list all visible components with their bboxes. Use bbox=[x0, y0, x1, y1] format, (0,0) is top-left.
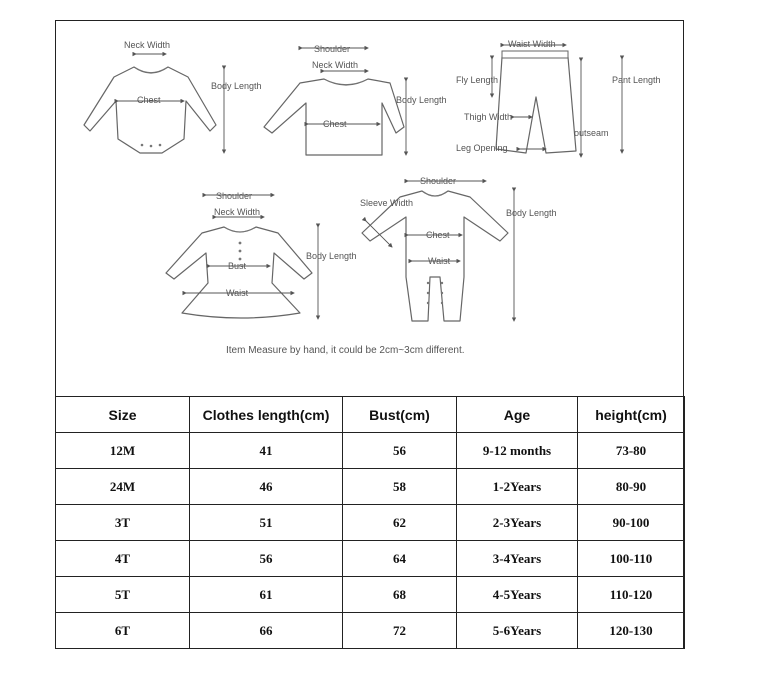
cell-clothes-length: 61 bbox=[189, 576, 343, 613]
dress-body-length-label: Body Length bbox=[306, 251, 357, 261]
bodysuit-body-length-label: Body Length bbox=[211, 81, 262, 91]
bodysuit-chest-label: Chest bbox=[137, 95, 161, 105]
pants-leg-opening-label: Leg Opening bbox=[456, 143, 508, 153]
cell-bust: 56 bbox=[342, 432, 457, 469]
cell-age: 1-2Years bbox=[456, 468, 578, 505]
header-height: height(cm) bbox=[577, 396, 685, 433]
top-chest-label: Chest bbox=[323, 119, 347, 129]
top-body-length-label: Body Length bbox=[396, 95, 447, 105]
dress-illustration bbox=[165, 192, 321, 320]
cell-size: 5T bbox=[55, 576, 190, 613]
dress-bust-label: Bust bbox=[228, 261, 247, 271]
cell-age: 2-3Years bbox=[456, 504, 578, 541]
romper-waist-label: Waist bbox=[428, 256, 451, 266]
cell-bust: 58 bbox=[342, 468, 457, 505]
cell-age: 4-5Years bbox=[456, 576, 578, 613]
cell-bust: 72 bbox=[342, 612, 457, 649]
dress-waist-label: Waist bbox=[226, 288, 249, 298]
header-clothes-length: Clothes length(cm) bbox=[189, 396, 343, 433]
table-row: 5T 61 68 4-5Years 110-120 bbox=[55, 576, 685, 613]
table-row: 24M 46 58 1-2Years 80-90 bbox=[55, 468, 685, 505]
top-neck-width-label: Neck Width bbox=[312, 60, 358, 70]
romper-body-length-label: Body Length bbox=[506, 208, 557, 218]
cell-size: 24M bbox=[55, 468, 190, 505]
cell-bust: 64 bbox=[342, 540, 457, 577]
romper-illustration bbox=[361, 178, 517, 322]
header-age: Age bbox=[456, 396, 578, 433]
size-table: Size Clothes length(cm) Bust(cm) Age hei… bbox=[55, 396, 685, 649]
cell-height: 73-80 bbox=[577, 432, 685, 469]
cell-size: 6T bbox=[55, 612, 190, 649]
pants-waist-width-label: Waist Width bbox=[508, 39, 556, 49]
pants-pant-length-label: Pant Length bbox=[612, 75, 661, 85]
table-row: 3T 51 62 2-3Years 90-100 bbox=[55, 504, 685, 541]
pants-illustration bbox=[489, 42, 625, 158]
romper-shoulder-label: Shoulder bbox=[420, 176, 456, 186]
measurement-diagram: Neck Width Chest Body Length Shoulder Ne… bbox=[56, 21, 683, 397]
romper-chest-label: Chest bbox=[426, 230, 450, 240]
cell-bust: 68 bbox=[342, 576, 457, 613]
cell-bust: 62 bbox=[342, 504, 457, 541]
cell-height: 100-110 bbox=[577, 540, 685, 577]
cell-clothes-length: 56 bbox=[189, 540, 343, 577]
pants-fly-length-label: Fly Length bbox=[456, 75, 498, 85]
romper-sleeve-width-label: Sleeve Width bbox=[360, 198, 413, 208]
bodysuit-illustration bbox=[83, 51, 227, 154]
top-illustration bbox=[263, 45, 409, 156]
cell-age: 3-4Years bbox=[456, 540, 578, 577]
cell-clothes-length: 41 bbox=[189, 432, 343, 469]
cell-height: 90-100 bbox=[577, 504, 685, 541]
header-bust: Bust(cm) bbox=[342, 396, 457, 433]
measurement-note: Item Measure by hand, it could be 2cm~3c… bbox=[226, 345, 465, 356]
cell-clothes-length: 66 bbox=[189, 612, 343, 649]
cell-height: 110-120 bbox=[577, 576, 685, 613]
cell-clothes-length: 46 bbox=[189, 468, 343, 505]
pants-thigh-width-label: Thigh Width bbox=[464, 112, 512, 122]
cell-size: 3T bbox=[55, 504, 190, 541]
cell-age: 5-6Years bbox=[456, 612, 578, 649]
cell-height: 80-90 bbox=[577, 468, 685, 505]
pants-outseam-label: outseam bbox=[574, 128, 609, 138]
dress-neck-width-label: Neck Width bbox=[214, 207, 260, 217]
table-row: 6T 66 72 5-6Years 120-130 bbox=[55, 612, 685, 649]
header-size: Size bbox=[55, 396, 190, 433]
bodysuit-neck-width-label: Neck Width bbox=[124, 40, 170, 50]
table-row: 12M 41 56 9-12 months 73-80 bbox=[55, 432, 685, 469]
cell-clothes-length: 51 bbox=[189, 504, 343, 541]
table-header-row: Size Clothes length(cm) Bust(cm) Age hei… bbox=[55, 396, 685, 433]
table-row: 4T 56 64 3-4Years 100-110 bbox=[55, 540, 685, 577]
cell-age: 9-12 months bbox=[456, 432, 578, 469]
cell-height: 120-130 bbox=[577, 612, 685, 649]
cell-size: 12M bbox=[55, 432, 190, 469]
cell-size: 4T bbox=[55, 540, 190, 577]
size-chart-frame: Neck Width Chest Body Length Shoulder Ne… bbox=[55, 20, 685, 649]
top-shoulder-label: Shoulder bbox=[314, 44, 350, 54]
dress-shoulder-label: Shoulder bbox=[216, 191, 252, 201]
measurement-diagram-svg: Neck Width Chest Body Length Shoulder Ne… bbox=[83, 39, 661, 356]
